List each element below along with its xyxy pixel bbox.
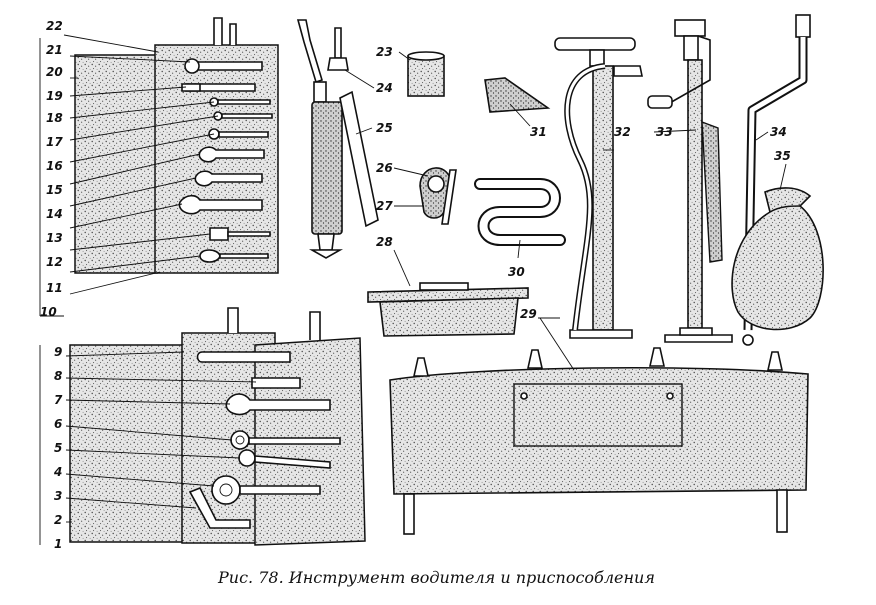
callout-32: 32 xyxy=(614,125,631,139)
insulating-tape-roll xyxy=(407,51,445,97)
tool-roll-upper xyxy=(74,17,279,274)
callout-2: 2 xyxy=(54,513,62,527)
callout-4: 4 xyxy=(53,465,62,479)
portable-lamp-box xyxy=(367,282,529,337)
callout-26: 26 xyxy=(376,161,393,175)
callout-31: 31 xyxy=(530,125,547,139)
crank-handle xyxy=(742,14,811,346)
tire-pump xyxy=(554,37,643,339)
callout-14: 14 xyxy=(46,207,63,221)
callout-9: 9 xyxy=(54,345,62,359)
callout-6: 6 xyxy=(54,417,62,431)
callout-25: 25 xyxy=(376,121,393,135)
callout-28: 28 xyxy=(376,235,393,249)
callout-19: 19 xyxy=(46,89,63,103)
callout-labels: 22 21 20 19 18 17 16 15 14 13 12 11 10 9… xyxy=(40,19,791,551)
callout-35: 35 xyxy=(774,149,791,163)
callout-5: 5 xyxy=(54,441,62,455)
s-hose xyxy=(474,178,566,246)
grease-nozzle xyxy=(327,27,349,71)
tool-roll-lower xyxy=(69,307,366,546)
wheel-chock xyxy=(484,77,551,113)
callout-3: 3 xyxy=(54,489,62,503)
grease-gun xyxy=(296,19,379,259)
callout-30: 30 xyxy=(508,265,525,279)
wrench-set-lower xyxy=(188,351,341,529)
callout-21: 21 xyxy=(46,43,63,57)
callout-33: 33 xyxy=(656,125,673,139)
callout-18: 18 xyxy=(46,111,63,125)
callout-11: 11 xyxy=(46,281,63,295)
callout-10: 10 xyxy=(40,305,57,319)
callout-23: 23 xyxy=(376,45,393,59)
callout-20: 20 xyxy=(46,65,63,79)
callout-24: 24 xyxy=(376,81,393,95)
callout-16: 16 xyxy=(46,159,63,173)
callout-34: 34 xyxy=(770,125,787,139)
tool-box xyxy=(389,347,809,535)
tire-pressure-gauge xyxy=(419,167,457,225)
screw-jack xyxy=(647,19,733,343)
callout-7: 7 xyxy=(54,393,63,407)
callout-13: 13 xyxy=(46,231,63,245)
callout-15: 15 xyxy=(46,183,63,197)
callout-22: 22 xyxy=(46,19,63,33)
wrench-set-upper xyxy=(178,58,273,263)
leader-lines xyxy=(39,34,787,545)
callout-1: 1 xyxy=(54,537,62,551)
figure-caption: Рис. 78. Инструмент водителя и приспособ… xyxy=(217,568,655,587)
tool-bag xyxy=(731,187,824,331)
callout-12: 12 xyxy=(46,255,63,269)
callout-17: 17 xyxy=(46,135,63,149)
callout-8: 8 xyxy=(54,369,62,383)
callout-27: 27 xyxy=(376,199,393,213)
callout-29: 29 xyxy=(520,307,537,321)
